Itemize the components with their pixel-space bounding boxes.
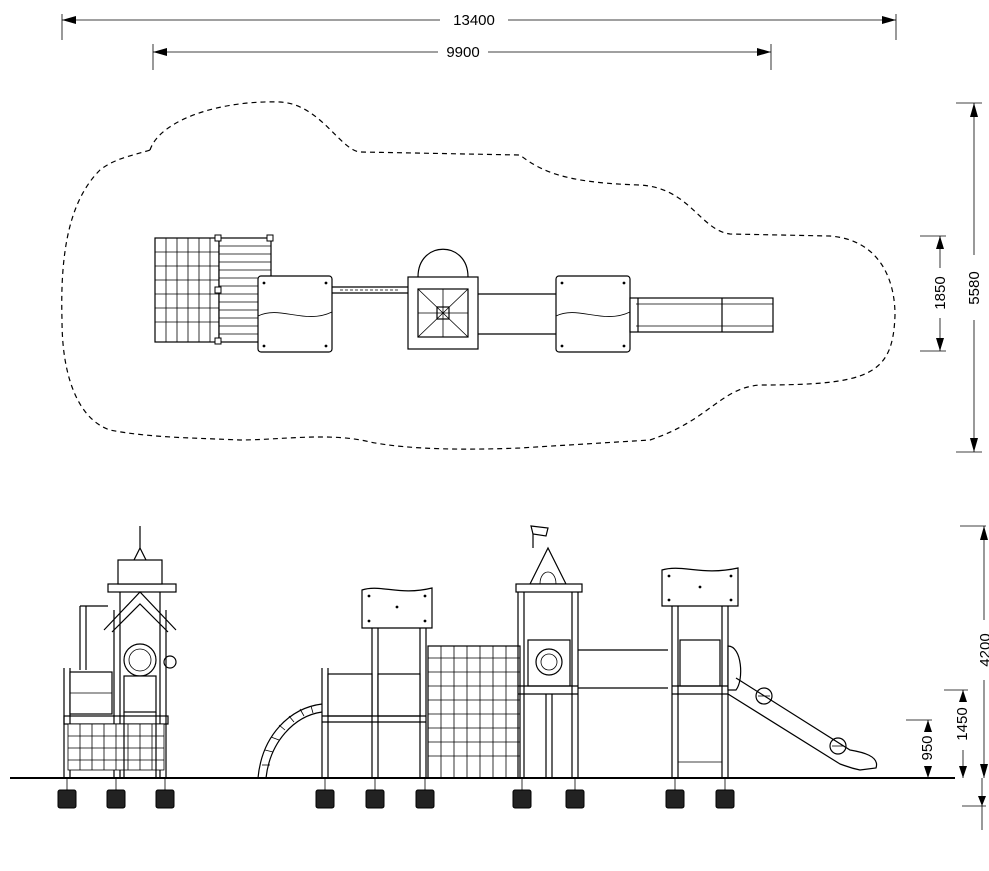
side-elevation-tower xyxy=(63,526,177,778)
equipment-width-label: 1850 xyxy=(932,276,949,309)
overall-length-label: 13400 xyxy=(453,12,495,29)
dimension-total-height: 4200 xyxy=(960,525,989,778)
plan-chain-bridge xyxy=(332,286,408,294)
foundation-footings xyxy=(57,778,735,809)
dimension-foundation-depth: 500 xyxy=(962,778,986,830)
front-curved-climber xyxy=(257,703,323,779)
plan-roof-right xyxy=(555,275,631,353)
front-tunnel xyxy=(578,649,668,689)
front-roof-tower-right xyxy=(661,567,739,778)
total-height-label: 4200 xyxy=(977,633,989,666)
dimension-equipment-width: 1850 xyxy=(920,235,949,352)
dimension-platform-high: 1450 xyxy=(944,689,971,778)
plan-tunnel xyxy=(478,293,556,335)
dimension-platform-low: 950 xyxy=(906,719,936,778)
dimension-overall-width: 5580 xyxy=(956,102,983,453)
plan-tower xyxy=(407,248,479,350)
overall-width-label: 5580 xyxy=(966,271,983,304)
front-roof-tower-left xyxy=(321,587,433,778)
elevation-view xyxy=(10,525,955,809)
platform-low-label: 950 xyxy=(919,735,936,760)
front-slide xyxy=(727,645,878,771)
plan-roof-left xyxy=(257,275,333,353)
equipment-length-label: 9900 xyxy=(446,44,479,61)
safety-zone-outline xyxy=(61,101,896,450)
front-spire-tower xyxy=(515,525,583,778)
plan-climbing-net xyxy=(154,237,220,343)
front-net-bridge xyxy=(427,645,521,779)
dimension-overall-length: 13400 xyxy=(61,12,897,40)
platform-high-label: 1450 xyxy=(954,707,971,740)
plan-view xyxy=(61,101,896,450)
plan-slide xyxy=(629,297,774,333)
dimension-equipment-length: 9900 xyxy=(152,44,772,70)
